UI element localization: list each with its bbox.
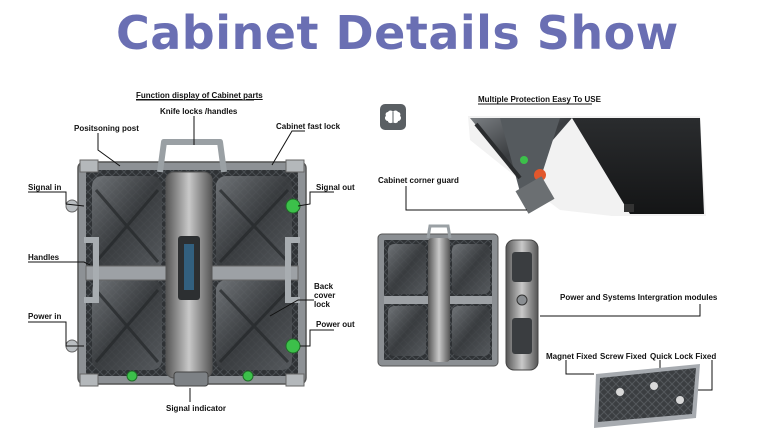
label-screw-fixed: Screw Fixed: [600, 352, 647, 361]
page-title: Cabinet Details Show: [116, 6, 679, 60]
label-back-cover-lock: Back cover lock: [314, 282, 336, 309]
label-signal-indicator: Signal indicator: [166, 404, 227, 413]
label-power-systems-modules: Power and Systems Intergration modules: [560, 293, 718, 302]
power-module: [505, 239, 539, 371]
section-header-cabinet-parts: Function display of Cabinet parts: [136, 91, 263, 100]
panel-front-sample: [594, 364, 700, 428]
corner-guard-closeup: [468, 116, 706, 216]
brain-icon: [380, 104, 406, 130]
label-knife-locks: Knife locks /handles: [160, 107, 238, 116]
label-multiple-protection: Multiple Protection Easy To USE: [478, 95, 601, 104]
label-signal-out: Signal out: [316, 183, 355, 192]
left-leader-lines: [28, 99, 334, 402]
cabinet-back-view: [65, 139, 307, 387]
label-handles: Handles: [28, 253, 60, 262]
cabinet-small-view: [377, 224, 499, 367]
label-magnet-fixed: Magnet Fixed: [546, 352, 598, 361]
label-signal-in: Signal in: [28, 183, 62, 192]
label-cabinet-fast-lock: Cabinet fast lock: [276, 122, 341, 131]
label-power-out: Power out: [316, 320, 355, 329]
right-top-leader-lines: [405, 103, 592, 211]
label-quick-lock-fixed: Quick Lock Fixed: [650, 352, 717, 361]
label-positioning-post: Positsoning post: [74, 124, 139, 133]
label-power-in: Power in: [28, 312, 62, 321]
label-corner-guard: Cabinet corner guard: [378, 176, 459, 185]
